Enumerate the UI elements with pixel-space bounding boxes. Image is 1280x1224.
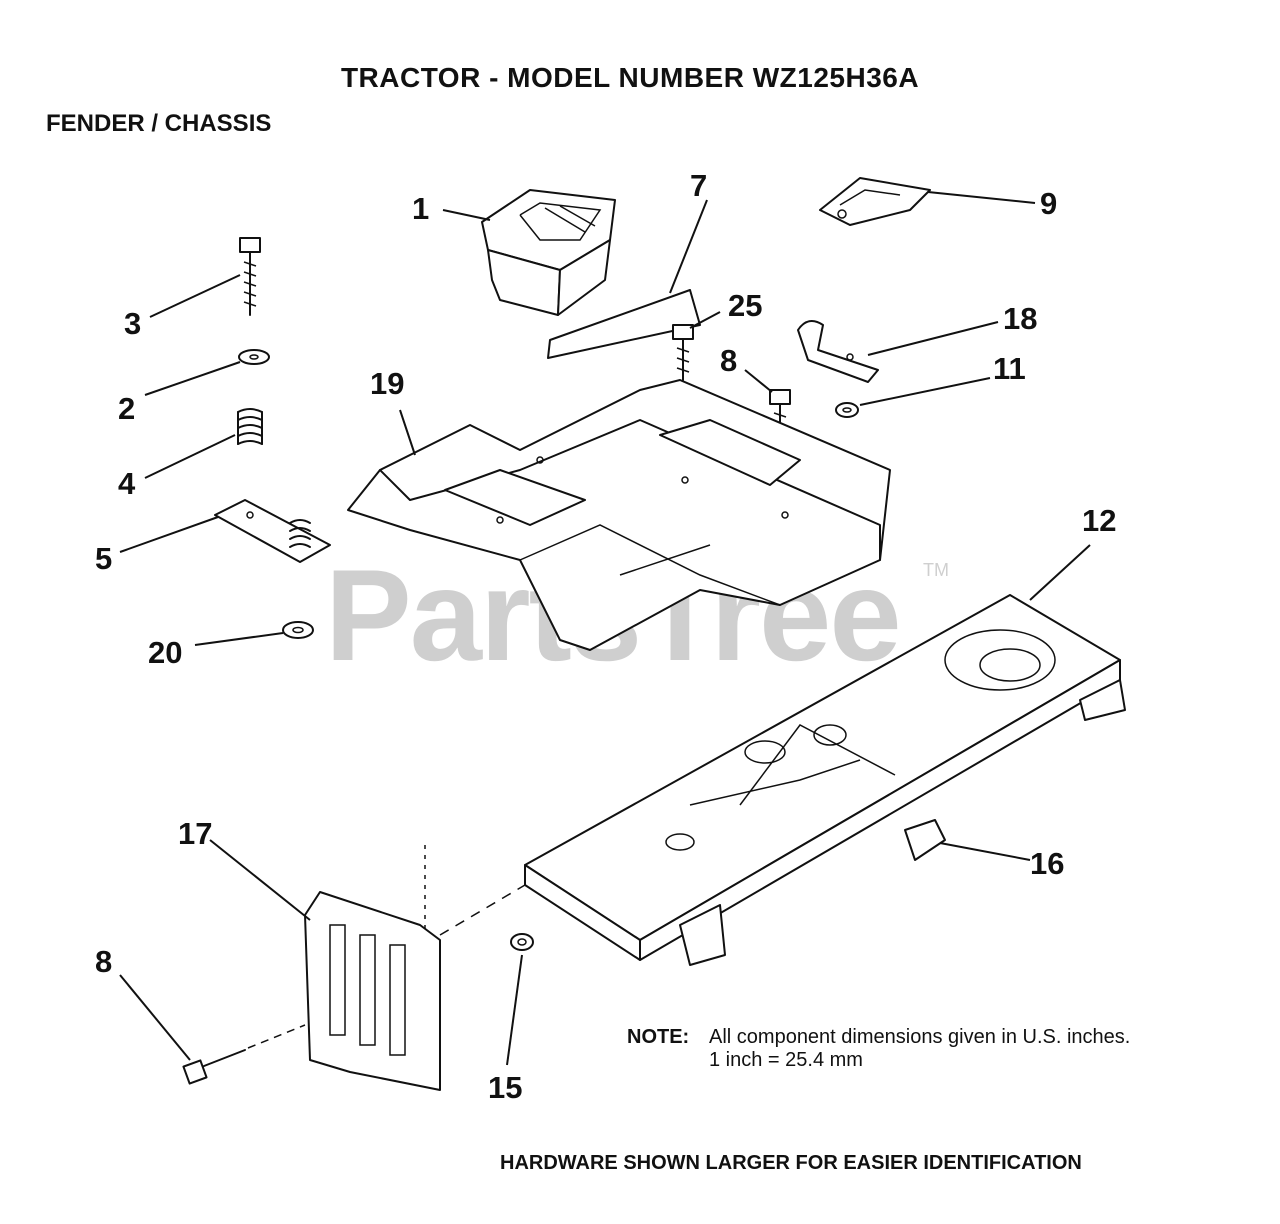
callout-25: 25: [728, 288, 763, 323]
part-3-screw: [149, 237, 261, 318]
part-19-fender: [347, 379, 891, 651]
callout-17: 17: [178, 816, 213, 851]
part-15-nut: [506, 933, 534, 1066]
callout-15: 15: [488, 1070, 523, 1105]
section-subtitle: FENDER / CHASSIS: [46, 110, 272, 137]
callout-1: 1: [412, 191, 430, 226]
part-16-bracket: [904, 819, 1031, 861]
callout-20: 20: [148, 635, 183, 670]
note: NOTE: All component dimensions given in U…: [627, 1026, 1130, 1072]
note-label: NOTE:: [627, 1026, 690, 1048]
callout-5: 5: [95, 541, 113, 576]
watermark-trademark: TM: [923, 560, 949, 580]
callout-3: 3: [124, 306, 142, 341]
note-line-1: All component dimensions given in U.S. i…: [709, 1026, 1131, 1048]
callout-2: 2: [118, 391, 136, 426]
callout-16: 16: [1030, 846, 1065, 881]
callout-7: 7: [690, 168, 708, 203]
callout-4: 4: [118, 466, 136, 501]
callout-8-lower: 8: [95, 944, 113, 979]
part-2-washer: [144, 349, 270, 396]
part-5-plate: [119, 499, 331, 563]
callout-9: 9: [1040, 186, 1058, 221]
part-11-nut: [835, 377, 991, 418]
part-17-plate: [209, 839, 526, 1091]
part-12-frame: [524, 544, 1126, 966]
footer-note: HARDWARE SHOWN LARGER FOR EASIER IDENTIF…: [500, 1152, 1082, 1174]
callout-8-upper: 8: [720, 343, 738, 378]
part-8-screw-lower: [119, 974, 306, 1085]
callout-11: 11: [993, 351, 1026, 386]
part-9-bracket: [819, 177, 1036, 226]
callout-19: 19: [370, 366, 405, 401]
callout-12: 12: [1082, 503, 1117, 538]
note-line-2: 1 inch = 25.4 mm: [709, 1049, 863, 1071]
part-1-box: [442, 189, 616, 316]
part-4-spring: [144, 408, 263, 479]
part-20-washer: [194, 621, 314, 646]
part-7-decal: [547, 199, 708, 359]
callout-18: 18: [1003, 301, 1038, 336]
page-title: TRACTOR - MODEL NUMBER WZ125H36A: [340, 62, 920, 93]
part-25-screw: [672, 311, 721, 381]
part-18-clip: [797, 320, 999, 383]
